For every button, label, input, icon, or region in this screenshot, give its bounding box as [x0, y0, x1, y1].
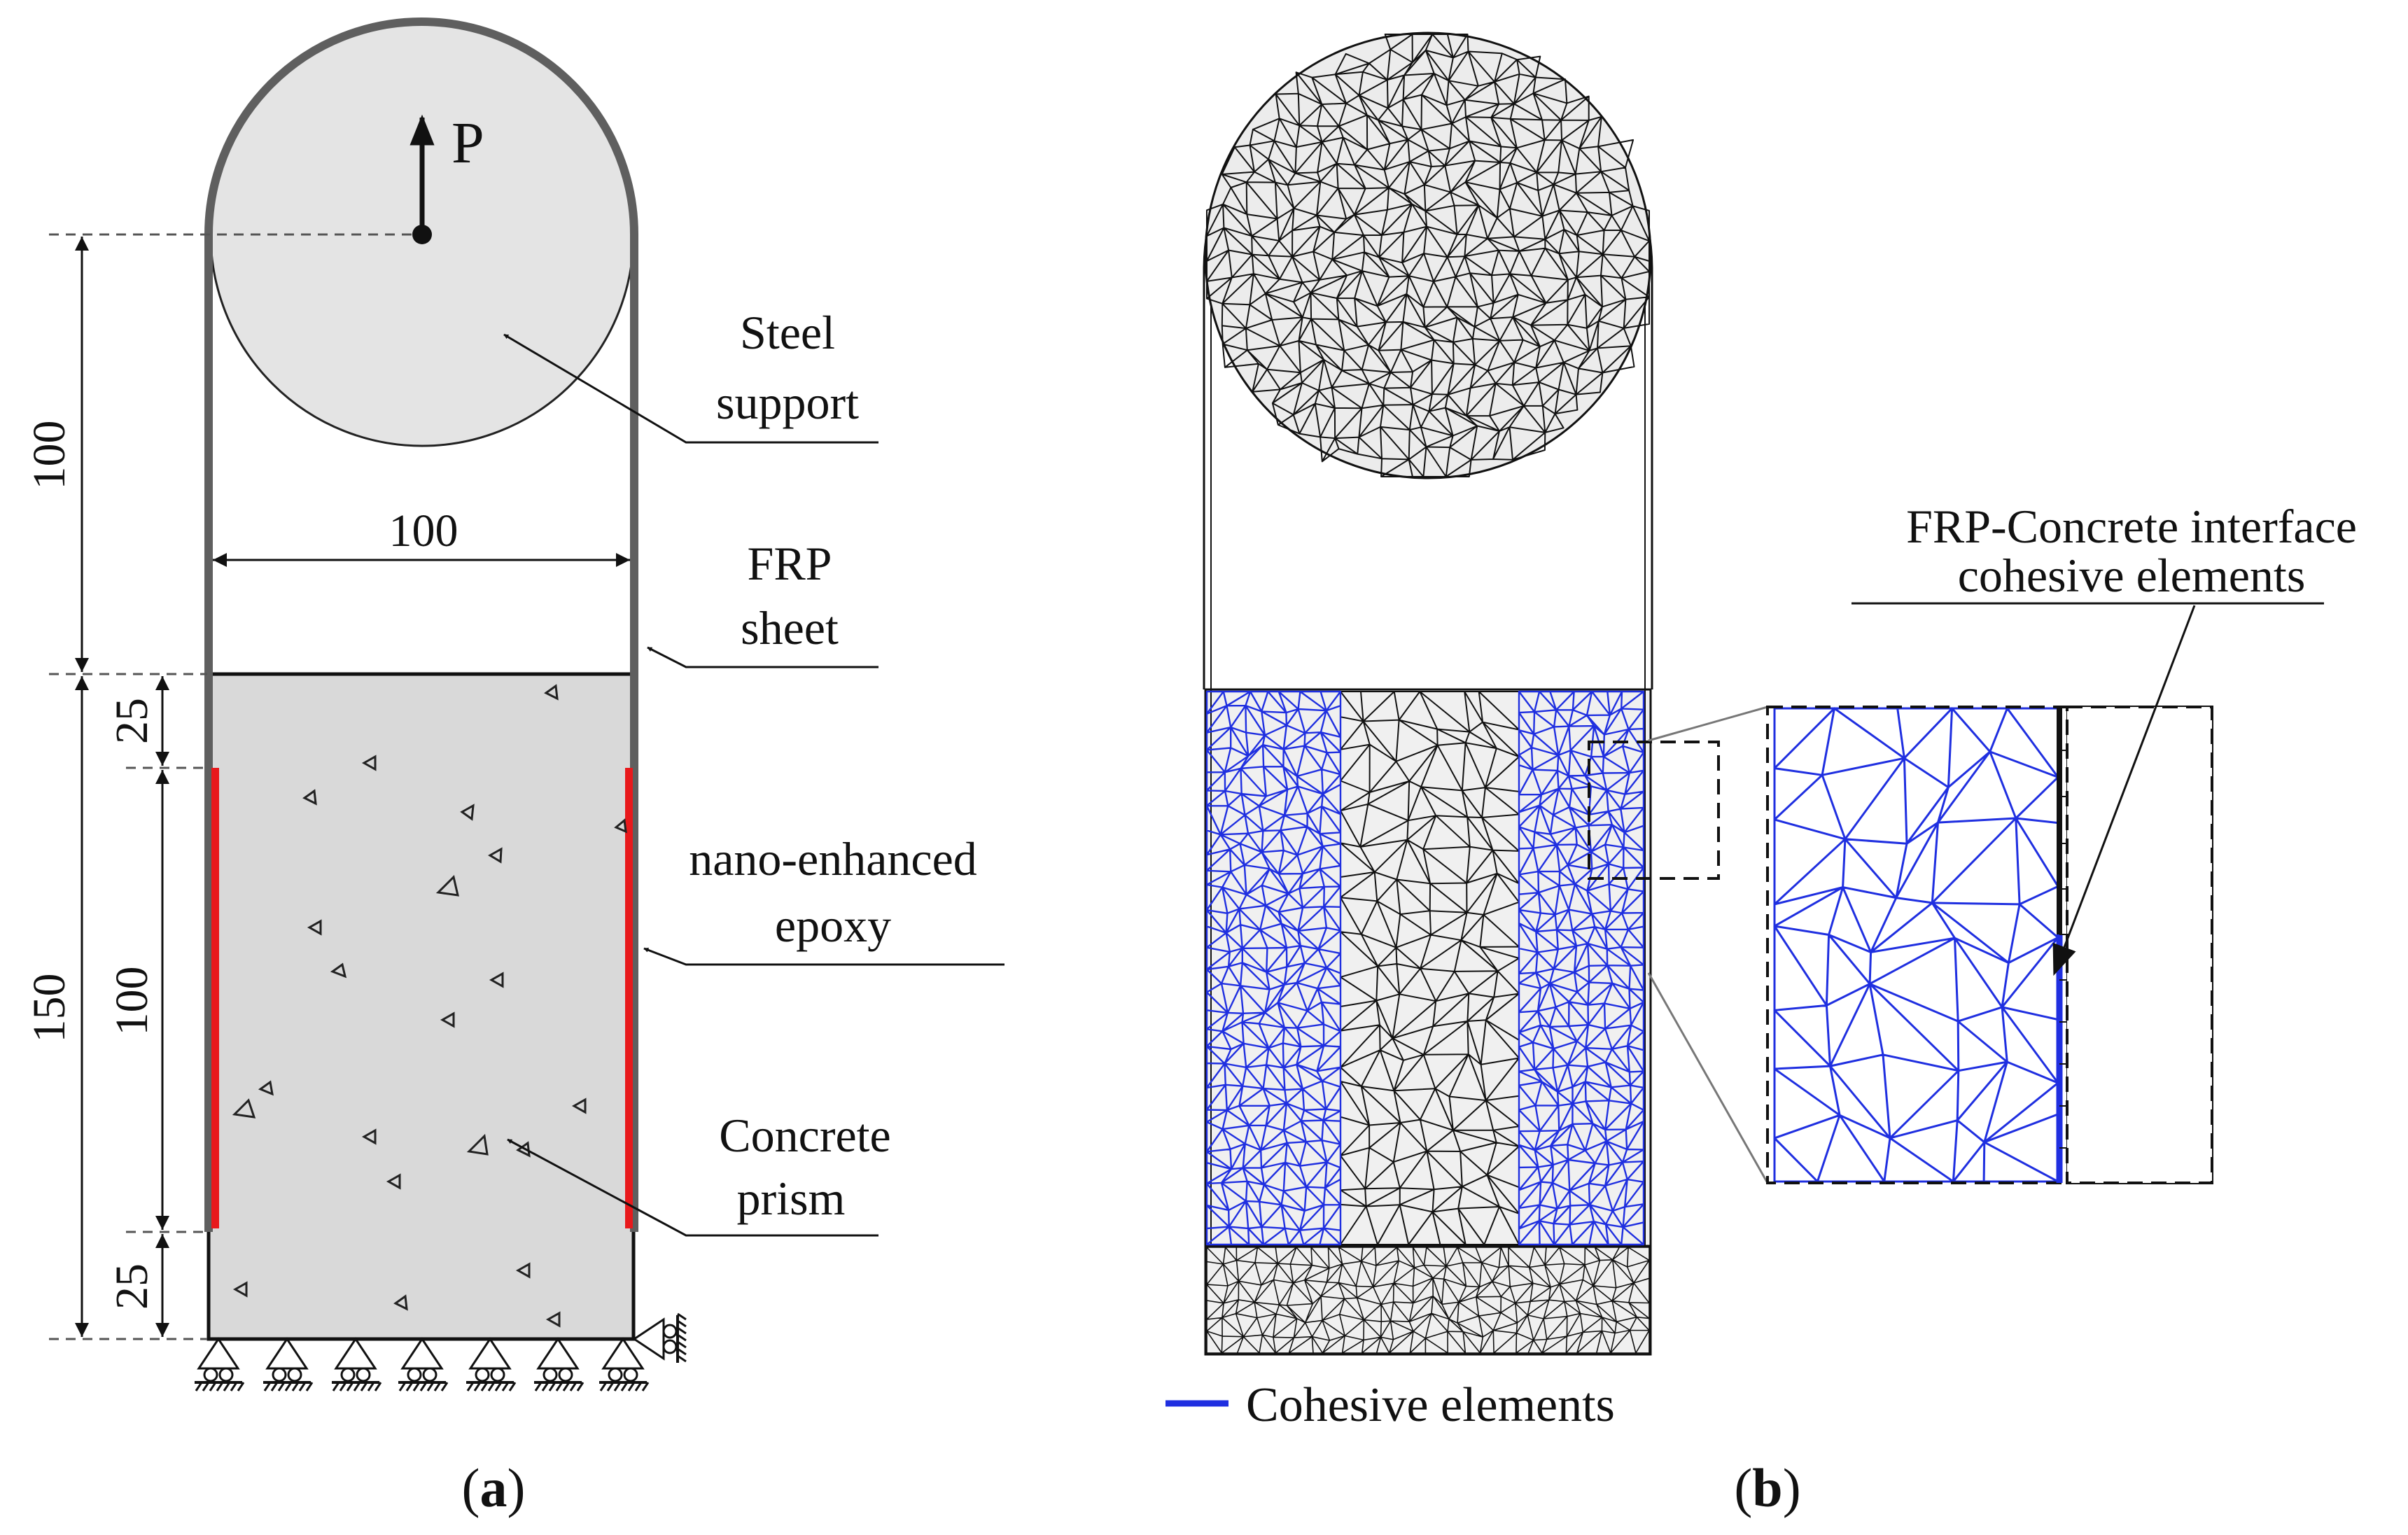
caption-b-letter: b: [1752, 1457, 1782, 1518]
mesh-concrete-elements: [1340, 691, 1520, 1245]
dim-bond-length: 100: [106, 967, 158, 1036]
label-concrete-2: prism: [737, 1172, 846, 1225]
epoxy-left: [211, 768, 219, 1228]
mesh-edges: [1518, 690, 1645, 1246]
mesh-edges: [1206, 34, 1650, 477]
mesh-steel-support-elements: [1206, 34, 1650, 477]
load-label: P: [451, 111, 484, 176]
label-steel-1: Steel: [740, 306, 835, 359]
label-epoxy-1: nano-enhanced: [689, 832, 977, 885]
mesh-prism: [1204, 688, 1652, 1356]
epoxy-right: [625, 768, 633, 1228]
panel-a: P 100 100 150 25 100 25: [24, 17, 1004, 1518]
mesh-base-elements: [1206, 1247, 1650, 1354]
dim-width: 100: [389, 505, 458, 556]
interface-leader: [2052, 605, 2196, 976]
mesh-edges: [1340, 691, 1520, 1245]
mesh-edges: [1206, 1247, 1650, 1354]
mesh-cohesive-elements: [1205, 690, 1645, 1246]
dimension-lines: [75, 237, 630, 1337]
dim-top-offset: 25: [106, 698, 158, 744]
interface-label-1: FRP-Concrete interface: [1906, 500, 2357, 553]
interface-label-2: cohesive elements: [1958, 549, 2306, 602]
panel-b: FRP-Concrete interface cohesive elements…: [1166, 31, 2357, 1518]
label-concrete-1: Concrete: [719, 1109, 890, 1162]
dim-total-height: 150: [24, 974, 75, 1043]
caption-b: (b): [1734, 1457, 1800, 1518]
concrete-prism: [206, 672, 636, 1341]
zoom-box: [1766, 706, 2213, 1184]
label-steel-2: support: [716, 376, 859, 429]
zoom-source-box: [1588, 741, 1720, 880]
extension-lines: [49, 233, 413, 1340]
label-epoxy-2: epoxy: [775, 899, 891, 952]
aggregate-triangles: [232, 684, 627, 1328]
dim-upper-height: 100: [24, 421, 75, 490]
leader-lines: [503, 333, 1004, 1237]
legend-label: Cohesive elements: [1246, 1378, 1615, 1432]
frp-sheet: [204, 17, 638, 1232]
mesh-edges: [1205, 690, 1342, 1246]
caption-a: (a): [462, 1457, 526, 1518]
label-frp-2: sheet: [741, 601, 839, 654]
caption-a-letter: a: [480, 1457, 507, 1518]
dim-bottom-offset: 25: [106, 1263, 158, 1310]
load-arrow: [410, 114, 435, 244]
zoom-detail: [1766, 706, 2213, 1184]
roller-supports: [195, 1312, 687, 1392]
label-frp-1: FRP: [748, 537, 832, 590]
mesh-edges: [1773, 707, 2059, 1183]
